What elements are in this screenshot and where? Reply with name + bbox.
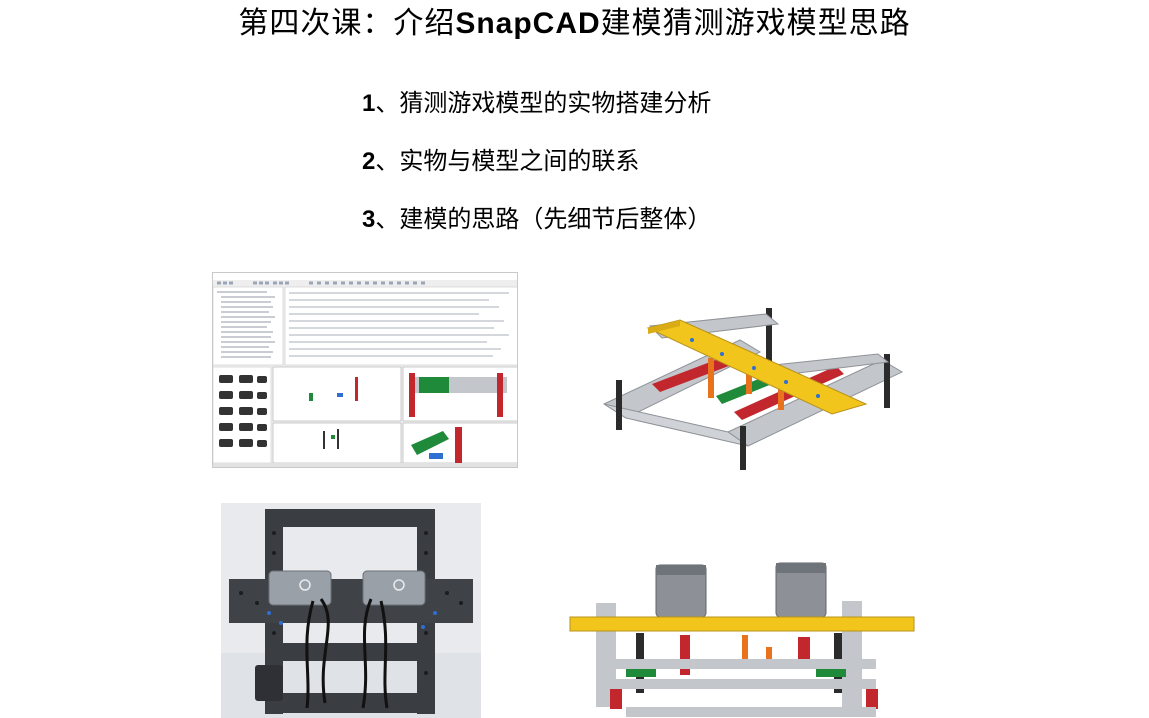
snapcad-screenshot-image <box>212 272 518 468</box>
point-text: 猜测游戏模型的实物搭建分析 <box>399 89 712 117</box>
title-prefix: 第四次课：介绍 <box>238 6 456 41</box>
point-text: 实物与模型之间的联系 <box>399 147 640 175</box>
lesson-points-list: 1、猜测游戏模型的实物搭建分析 2、实物与模型之间的联系 3、建模的思路（先细节… <box>362 88 922 262</box>
model-front-render-image <box>566 557 916 718</box>
point-number: 2 <box>362 148 376 175</box>
point-separator: 、 <box>375 205 400 233</box>
physical-build-illustration <box>221 503 481 718</box>
model-isometric-render-image <box>596 296 908 474</box>
front-model-illustration <box>569 562 915 717</box>
point-text: 建模的思路（先细节后整体） <box>399 205 712 233</box>
lesson-point-1: 1、猜测游戏模型的实物搭建分析 <box>362 88 922 146</box>
title-software-name: SnapCAD <box>455 7 601 40</box>
point-separator: 、 <box>375 89 400 117</box>
title-suffix: 建模猜测游戏模型思路 <box>600 6 911 41</box>
lesson-point-3: 3、建模的思路（先细节后整体） <box>362 204 922 262</box>
isometric-model-illustration <box>602 308 904 470</box>
point-number: 1 <box>362 90 376 117</box>
physical-build-photo <box>221 503 481 718</box>
point-separator: 、 <box>375 147 400 175</box>
point-number: 3 <box>362 206 376 233</box>
slide-title: 第四次课：介绍SnapCAD建模猜测游戏模型思路 <box>0 6 1149 42</box>
lesson-point-2: 2、实物与模型之间的联系 <box>362 146 922 204</box>
snapcad-window-illustration <box>213 273 517 467</box>
